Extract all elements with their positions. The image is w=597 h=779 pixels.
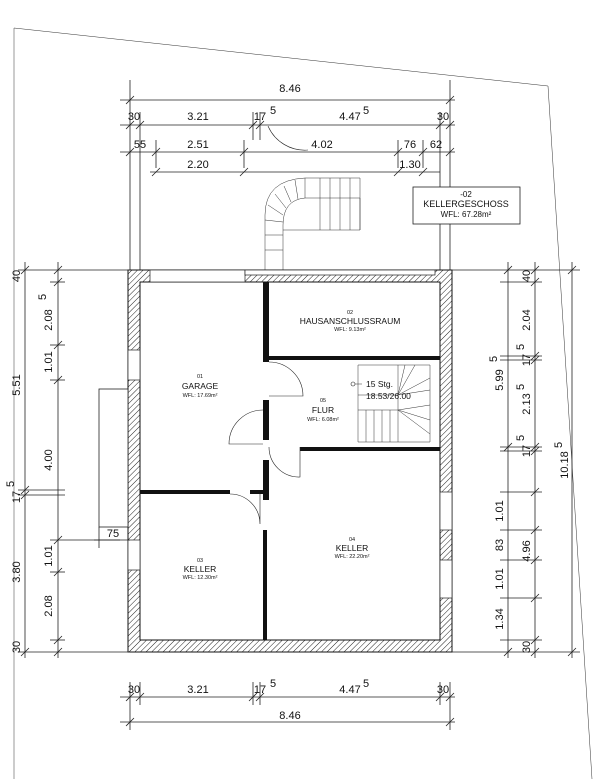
svg-text:17: 17 — [254, 684, 266, 696]
site-boundary — [13, 27, 593, 779]
svg-text:17: 17 — [11, 491, 23, 503]
dimensions-top: 8.46 30 3.21 17 5 4.47 5 30 55 2.51 4.02… — [120, 80, 455, 270]
svg-text:WFL: 9.13m²: WFL: 9.13m² — [334, 327, 366, 333]
stairs-steps: 15 Stg. — [366, 379, 393, 389]
svg-text:WFL: 12.30m²: WFL: 12.30m² — [183, 575, 218, 581]
svg-text:5: 5 — [270, 678, 276, 690]
dim-bottom-total: 8.46 — [279, 710, 300, 722]
dim-top-r2-d: 76 — [404, 139, 416, 151]
svg-text:04: 04 — [349, 537, 355, 543]
dim-top-r1-b: 3.21 — [187, 111, 208, 123]
dim-top-r1-d-sup: 5 — [363, 105, 369, 117]
svg-text:01: 01 — [197, 374, 203, 380]
svg-text:5: 5 — [553, 442, 565, 448]
room-keller-large: 04 KELLER WFL: 22.20m² — [335, 537, 370, 560]
svg-text:40: 40 — [11, 270, 23, 282]
svg-text:17: 17 — [521, 445, 533, 457]
svg-text:GARAGE: GARAGE — [182, 381, 219, 391]
svg-text:10.18: 10.18 — [559, 451, 571, 479]
svg-text:2.08: 2.08 — [43, 595, 55, 616]
dimensions-bottom: 30 3.21 17 5 4.47 5 30 8.46 — [120, 678, 455, 730]
svg-text:5.99: 5.99 — [494, 369, 506, 390]
dim-top-r2-a: 55 — [134, 139, 146, 151]
svg-text:5: 5 — [488, 356, 500, 362]
floor-number: -02 — [460, 190, 472, 199]
svg-text:KELLER: KELLER — [184, 564, 217, 574]
svg-text:3.21: 3.21 — [187, 684, 208, 696]
svg-text:1.01: 1.01 — [43, 351, 55, 372]
svg-text:30: 30 — [11, 641, 23, 653]
svg-text:WFL: 22.20m²: WFL: 22.20m² — [335, 554, 370, 560]
dim-top-r1-c-sup: 5 — [270, 105, 276, 117]
dim-top-r2-b: 2.51 — [187, 139, 208, 151]
floor-label: -02 KELLERGESCHOSS WFL: 67.28m² — [412, 186, 521, 225]
stairs-ratio: 18.53/26.00 — [366, 391, 411, 401]
svg-text:3.80: 3.80 — [11, 561, 23, 582]
dim-porch: 75 — [107, 528, 119, 540]
svg-text:2.08: 2.08 — [43, 309, 55, 330]
dim-top-total: 8.46 — [279, 83, 300, 95]
svg-text:4.47: 4.47 — [339, 684, 360, 696]
room-flur: 05 FLUR WFL: 6.08m² — [307, 398, 339, 423]
svg-text:83: 83 — [494, 539, 506, 551]
svg-text:4.00: 4.00 — [43, 449, 55, 470]
svg-text:5: 5 — [515, 384, 527, 390]
svg-text:5: 5 — [363, 678, 369, 690]
floor-name: KELLERGESCHOSS — [423, 199, 509, 209]
svg-text:5: 5 — [515, 435, 527, 441]
room-keller-small: 03 KELLER WFL: 12.30m² — [183, 558, 218, 581]
svg-text:5: 5 — [515, 344, 527, 350]
svg-text:5.51: 5.51 — [11, 374, 23, 395]
svg-text:02: 02 — [347, 310, 353, 316]
svg-text:30: 30 — [521, 641, 533, 653]
svg-text:1.01: 1.01 — [43, 545, 55, 566]
svg-text:30: 30 — [128, 684, 140, 696]
dim-top-r2-e: 62 — [430, 139, 442, 151]
dim-top-r1-c: 17 — [254, 111, 266, 123]
svg-text:17: 17 — [521, 354, 533, 366]
svg-text:30: 30 — [437, 684, 449, 696]
svg-text:1.34: 1.34 — [494, 608, 506, 629]
dim-top-r1-d: 4.47 — [339, 111, 360, 123]
svg-text:2.13: 2.13 — [521, 393, 533, 414]
building: 15 Stg. 18.53/26.00 — [98, 269, 453, 653]
svg-text:HAUSANSCHLUSSRAUM: HAUSANSCHLUSSRAUM — [300, 316, 401, 326]
svg-text:WFL: 17.69m²: WFL: 17.69m² — [183, 393, 218, 399]
dim-top-r2-c: 4.02 — [311, 139, 332, 151]
svg-text:WFL: 6.08m²: WFL: 6.08m² — [307, 417, 339, 423]
svg-text:40: 40 — [521, 270, 533, 282]
dimensions-right: 10.18 5 5.99 5 4.96 40 2.04 17 5 2.13 5 … — [452, 262, 580, 658]
dim-top-r3-a: 2.20 — [187, 159, 208, 171]
floor-area: WFL: 67.28m² — [441, 210, 492, 219]
dim-top-r3-b: 1.30 — [399, 159, 420, 171]
svg-text:03: 03 — [197, 558, 203, 564]
svg-text:2.04: 2.04 — [521, 309, 533, 330]
svg-text:5: 5 — [5, 481, 17, 487]
dim-top-r1-a: 30 — [128, 111, 140, 123]
svg-text:1.01: 1.01 — [494, 568, 506, 589]
exterior-stairs — [264, 177, 361, 270]
svg-text:FLUR: FLUR — [312, 405, 334, 415]
svg-text:KELLER: KELLER — [336, 543, 369, 553]
svg-text:5: 5 — [37, 294, 49, 300]
room-hausanschlussraum: 02 HAUSANSCHLUSSRAUM WFL: 9.13m² — [300, 310, 401, 333]
svg-text:4.96: 4.96 — [521, 540, 533, 561]
dim-top-r1-e: 30 — [437, 111, 449, 123]
dimensions-left: 5.51 4.00 3.80 17 5 40 2.08 5 1.01 1.01 … — [5, 262, 130, 658]
svg-text:1.01: 1.01 — [494, 500, 506, 521]
room-garage: 01 GARAGE WFL: 17.69m² — [182, 374, 219, 399]
svg-text:05: 05 — [320, 398, 326, 404]
